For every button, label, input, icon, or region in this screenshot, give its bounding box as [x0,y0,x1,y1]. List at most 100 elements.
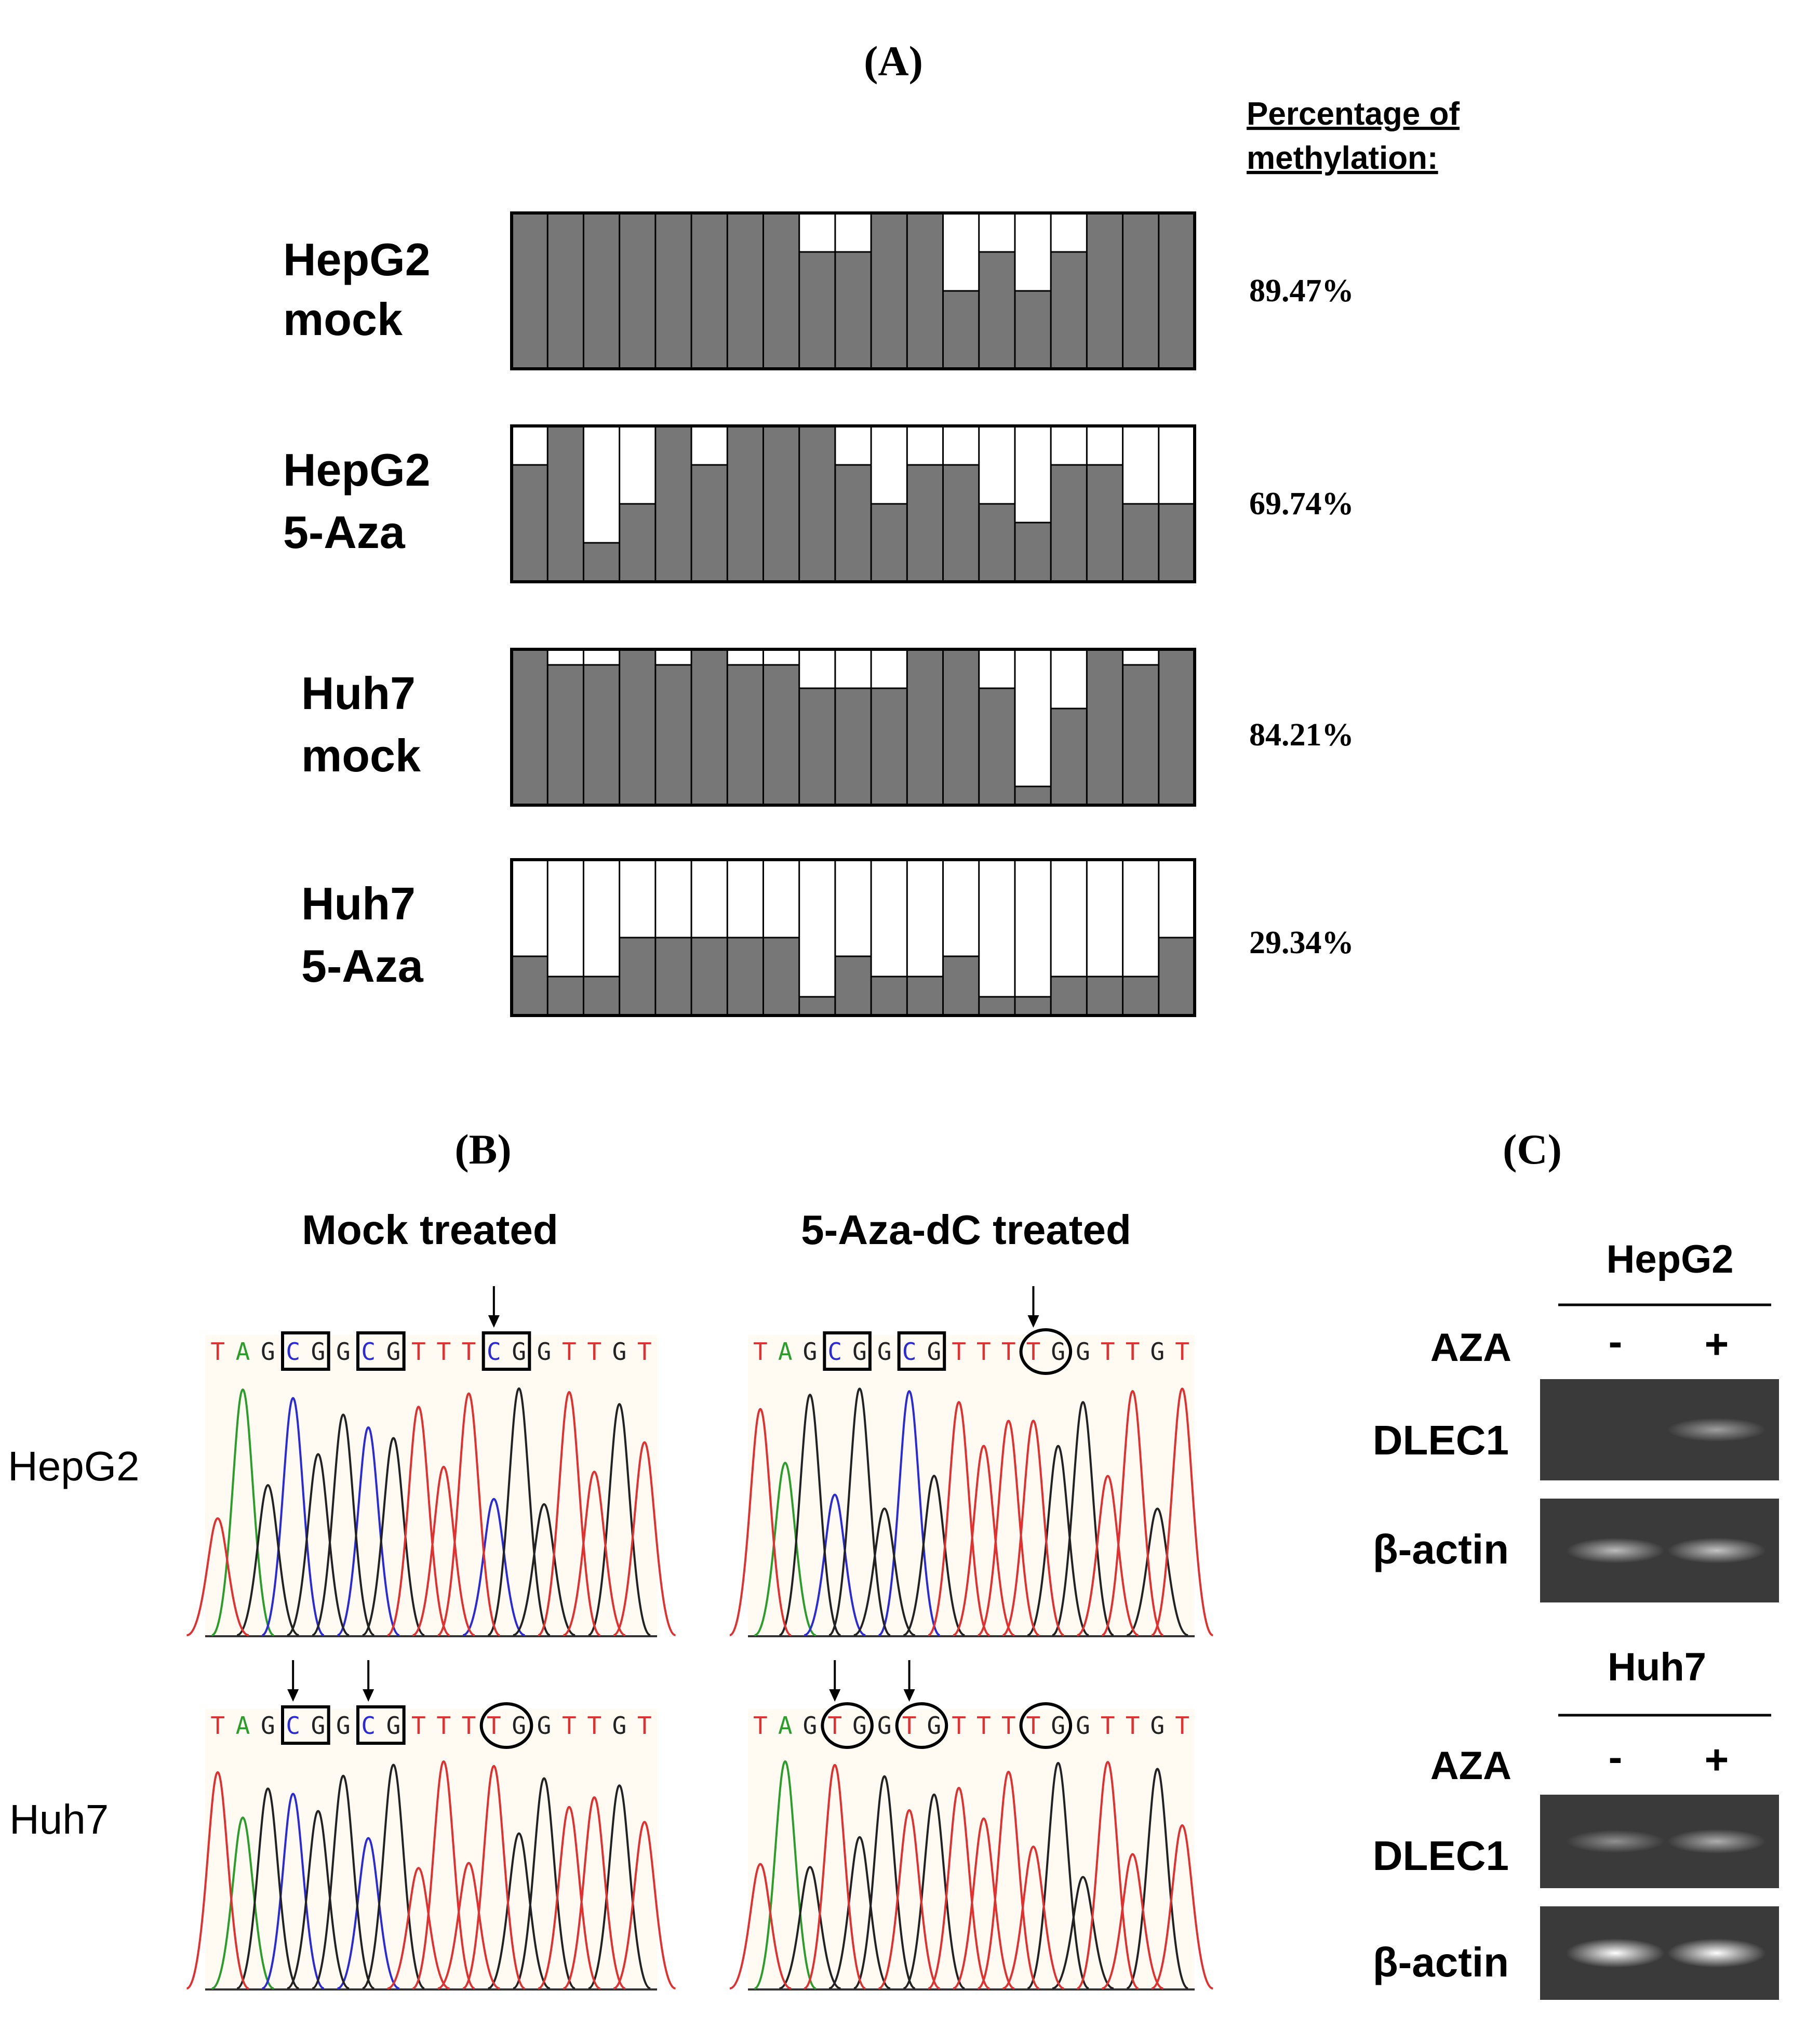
base-call-letter: G [803,1338,818,1366]
grid-row-border [510,858,1196,1017]
methylated-segment [943,291,979,369]
base-call-letter: T [1001,1338,1016,1366]
peak-trace-C [261,1397,526,1636]
peak-trace-T [729,1387,1214,1636]
base-call-letter: G [1051,1338,1065,1366]
converted-site-circle [895,1702,948,1749]
row-0-percent: 89.47% [1249,273,1354,309]
methylated-segment [799,688,835,805]
gel-control-label: β-actin [1373,1526,1509,1572]
gel-band [1667,1538,1766,1564]
base-call-letter: T [411,1712,426,1740]
methylated-segment [655,665,692,805]
base-call-letter: T [487,1712,501,1740]
row-label-line1: Huh7 [301,878,416,929]
base-call-letter: T [436,1338,451,1366]
peak-trace-C [804,1390,941,1636]
peak-trace-G [236,1764,651,1989]
methylated-segment [979,997,1015,1016]
converted-site-circle [1019,1328,1073,1375]
grid-row-1 [510,424,1196,583]
methylated-segment [655,213,692,369]
base-call-letter: C [286,1338,300,1366]
methylated-segment [619,213,655,369]
base-call-letter: A [236,1338,250,1366]
methylated-segment [907,213,943,369]
base-call-letter: A [778,1338,793,1366]
base-call-letter: T [210,1338,225,1366]
methylated-segment [1051,709,1087,805]
gel-control-1 [1540,1499,1779,1602]
peak-trace-C [261,1793,400,1989]
methylated-segment [583,665,620,805]
base-call-letter: A [778,1712,793,1740]
base-call-letter: T [210,1712,225,1740]
methylated-segment [1158,649,1195,805]
methylation-header-line1: Percentage of [1247,96,1460,132]
base-call-letter: C [361,1712,376,1740]
methylated-segment [871,977,907,1016]
row-label-line2: 5-Aza [301,940,424,992]
methylated-segment [763,213,799,369]
peak-trace-G [236,1387,651,1636]
base-call-letter: T [1175,1712,1189,1740]
base-call-letter: A [236,1712,250,1740]
methylated-segment [547,977,584,1016]
panel-c-label: (C) [1503,1126,1562,1173]
methylated-segment [835,688,872,805]
base-call-letter: G [311,1338,326,1366]
methylated-segment [512,649,548,805]
methylated-segment [1051,465,1087,582]
row-label-line1: Huh7 [301,667,416,719]
gel-cell-label: HepG2 [1607,1237,1734,1281]
converted-site-circle [821,1702,874,1749]
methylated-segment [1014,291,1051,369]
base-call-letter: G [612,1338,627,1366]
converted-site-circle [1019,1702,1073,1749]
methylated-segment [799,426,835,582]
methylated-segment [943,649,979,805]
gel-minus-label: - [1609,1318,1623,1365]
gel-treatment-label: AZA [1430,1744,1511,1788]
methylated-segment [799,252,835,369]
methylated-segment [979,504,1015,582]
panel-a-label: (A) [864,37,923,85]
methylated-segment [547,213,584,369]
gel-cell-label: Huh7 [1608,1645,1706,1689]
base-call-letter: C [902,1338,917,1366]
base-call-letter: T [753,1338,768,1366]
base-call-letter: G [852,1338,867,1366]
base-call-letter: G [1076,1712,1090,1740]
grid-row-border [510,648,1196,807]
methylated-segment [871,504,907,582]
methylated-segment [1122,213,1159,369]
row-label-line1: HepG2 [283,234,431,285]
base-call-letter: T [436,1712,451,1740]
gel-control-label: β-actin [1373,1939,1509,1985]
cpg-box [356,1705,406,1745]
methylated-segment [619,938,655,1016]
methylated-segment [1122,504,1159,582]
gel-minus-label: - [1609,1734,1623,1780]
base-call-letter: T [587,1338,601,1366]
methylated-segment [907,465,943,582]
base-call-letter: T [1001,1712,1016,1740]
gel-block-huh7: Huh7 AZA - + DLEC1 β-actin [1373,1645,1771,1985]
base-call-letter: G [877,1712,892,1740]
gel-plus-label: + [1705,1321,1729,1367]
base-call-letter: G [927,1712,941,1740]
mock-treated-title: Mock treated [302,1207,558,1253]
methylated-segment [583,543,620,582]
base-call-letter: T [1175,1338,1189,1366]
base-call-letter: T [976,1338,991,1366]
methylated-segment [1122,977,1159,1016]
base-call-letter: G [512,1338,526,1366]
site-arrow-head [1027,1315,1039,1328]
methylated-segment [1014,523,1051,582]
methylated-segment [1087,977,1123,1016]
methylated-segment [799,997,835,1016]
methylated-segment [691,649,728,805]
gel-band [1566,1538,1665,1564]
methylated-segment [835,956,872,1016]
base-call-letter: G [537,1338,552,1366]
